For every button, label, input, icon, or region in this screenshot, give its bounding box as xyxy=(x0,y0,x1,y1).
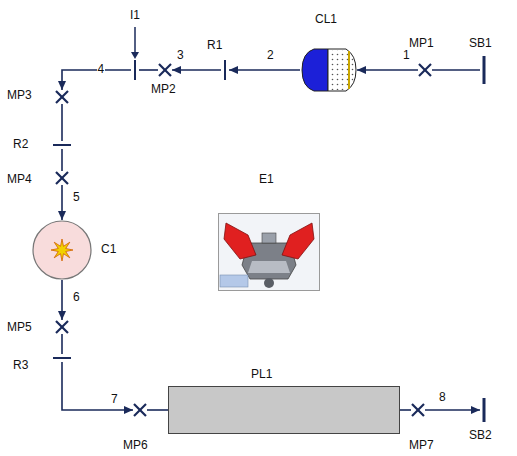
flow-connector xyxy=(432,69,480,71)
boundary-terminal: SB1 xyxy=(480,56,488,84)
engine-icon: E1 xyxy=(218,213,320,291)
restriction-mark-shape xyxy=(53,141,71,149)
component-label: SB1 xyxy=(468,36,493,50)
component-label: MP6 xyxy=(122,438,149,452)
air-cleaner: CL1 xyxy=(300,47,357,93)
measure-point: MP7 xyxy=(411,403,425,417)
flow-connector xyxy=(62,362,133,410)
flow-connector xyxy=(61,149,63,171)
component-label: MP7 xyxy=(408,438,435,452)
injector-arrow xyxy=(131,27,139,59)
component-label: MP5 xyxy=(6,320,33,334)
flow-number: 4 xyxy=(97,62,106,76)
component-label: R3 xyxy=(12,358,29,372)
restriction-mark: R1 xyxy=(221,60,229,80)
combustion-chamber-shape xyxy=(32,220,92,280)
pipe-block: PL1 xyxy=(168,386,400,434)
air-cleaner-shape xyxy=(300,47,357,93)
component-label: E1 xyxy=(258,172,275,186)
flow-connector xyxy=(147,409,168,411)
flow-connector xyxy=(172,69,221,71)
measure-point-shape xyxy=(418,63,432,77)
flow-connector xyxy=(61,185,63,220)
flow-number: 3 xyxy=(176,48,185,62)
component-label: C1 xyxy=(100,242,117,256)
flow-connector xyxy=(425,409,480,411)
flow-number: 7 xyxy=(110,392,119,406)
measure-point: MP5 xyxy=(55,320,69,334)
restriction-mark: R3 xyxy=(53,354,71,362)
flow-number: 2 xyxy=(266,48,275,62)
component-label: MP2 xyxy=(150,82,177,96)
pipe-block-shape xyxy=(168,386,400,434)
injector-mark: I1 xyxy=(131,60,139,80)
restriction-mark-shape xyxy=(53,354,71,362)
restriction-mark-shape xyxy=(221,60,229,80)
component-label: SB2 xyxy=(468,428,493,442)
boundary-terminal-shape xyxy=(480,56,488,84)
component-label: CL1 xyxy=(314,12,338,26)
component-label: PL1 xyxy=(250,367,273,381)
component-label: R1 xyxy=(206,38,223,52)
measure-point-shape xyxy=(55,90,69,104)
flow-connector xyxy=(61,280,63,320)
measure-point: MP4 xyxy=(55,171,69,185)
flow-connector xyxy=(400,409,411,411)
measure-point-shape xyxy=(55,171,69,185)
measure-point: MP3 xyxy=(55,90,69,104)
boundary-terminal-shape xyxy=(480,398,488,422)
component-label: MP4 xyxy=(6,172,33,186)
measure-point: MP1 xyxy=(418,63,432,77)
flow-connector xyxy=(357,69,418,71)
measure-point-shape xyxy=(158,63,172,77)
injector-mark-shape xyxy=(131,60,139,80)
measure-point-shape xyxy=(55,320,69,334)
component-label: I1 xyxy=(129,8,141,22)
flow-number: 8 xyxy=(438,390,447,404)
measure-point: MP6 xyxy=(133,403,147,417)
measure-point: MP2 xyxy=(158,63,172,77)
combustion-chamber: C1 xyxy=(32,220,92,280)
measure-point-shape xyxy=(133,403,147,417)
component-label: MP3 xyxy=(6,88,33,102)
flow-connector xyxy=(229,69,300,71)
boundary-terminal: SB2 xyxy=(480,398,488,422)
measure-point-shape xyxy=(411,403,425,417)
flow-number: 1 xyxy=(402,48,411,62)
component-label: R2 xyxy=(12,137,29,151)
restriction-mark: R2 xyxy=(53,141,71,149)
flow-connector xyxy=(139,69,158,71)
flow-connector xyxy=(61,104,63,141)
flow-number: 6 xyxy=(72,290,81,304)
flow-connector xyxy=(61,334,63,354)
component-label: MP1 xyxy=(408,36,435,50)
flow-number: 5 xyxy=(72,190,81,204)
engine-icon-shape xyxy=(218,213,320,291)
